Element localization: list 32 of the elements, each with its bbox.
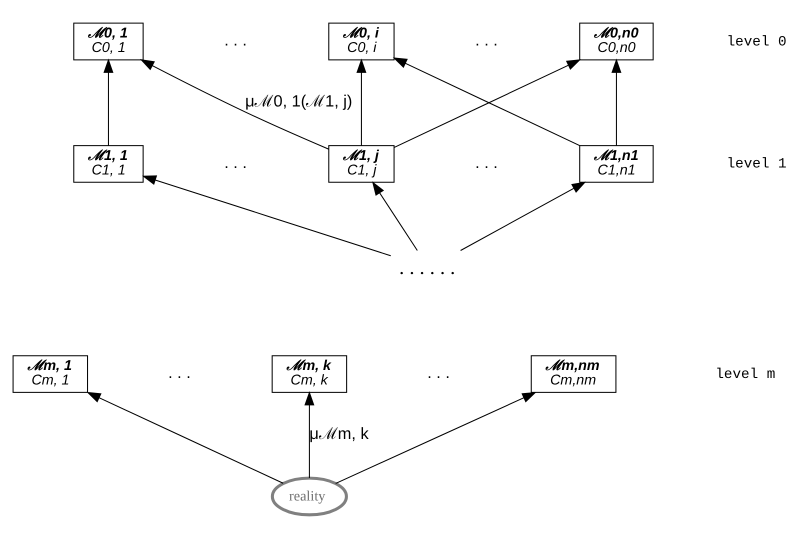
arrow xyxy=(139,59,328,150)
label: level m xyxy=(714,366,775,383)
label: . . . xyxy=(168,364,190,382)
node-box: ℳ0, i C0, i xyxy=(328,22,394,60)
node-box: ℳm,nm Cm,nm xyxy=(530,355,616,393)
label: . . . xyxy=(474,31,498,50)
label: . . . xyxy=(224,31,246,50)
edge-label: μℳm, k xyxy=(308,425,368,444)
arrow xyxy=(102,58,113,146)
node-ellipse: reality xyxy=(270,476,348,516)
node-box: ℳ1, j C1, j xyxy=(328,145,394,183)
arrow xyxy=(460,182,586,251)
arrow xyxy=(372,181,418,251)
label: . . . xyxy=(474,154,498,172)
label: level 1 xyxy=(726,156,786,173)
label: . . . xyxy=(224,154,246,172)
edge-label: μℳ0, 1(ℳ1, j) xyxy=(244,92,352,111)
arrow xyxy=(610,58,621,146)
label: level 0 xyxy=(726,34,786,50)
node-box: ℳ1, 1 C1, 1 xyxy=(72,145,144,183)
arrow xyxy=(304,391,314,478)
label: . . . xyxy=(426,364,450,382)
arrow xyxy=(86,392,283,484)
arrow xyxy=(356,58,366,146)
node-box: ℳ0,n0 C0,n0 xyxy=(578,22,654,60)
node-box: ℳ1,n1 C1,n1 xyxy=(578,145,654,183)
arrow xyxy=(334,392,536,484)
arrow xyxy=(142,175,390,256)
node-box: ℳm, 1 Cm, 1 xyxy=(12,355,88,393)
node-box: ℳ0, 1 C0, 1 xyxy=(72,22,144,60)
node-text: . . . . . . xyxy=(398,257,455,280)
node-box: ℳm, k Cm, k xyxy=(271,355,347,393)
